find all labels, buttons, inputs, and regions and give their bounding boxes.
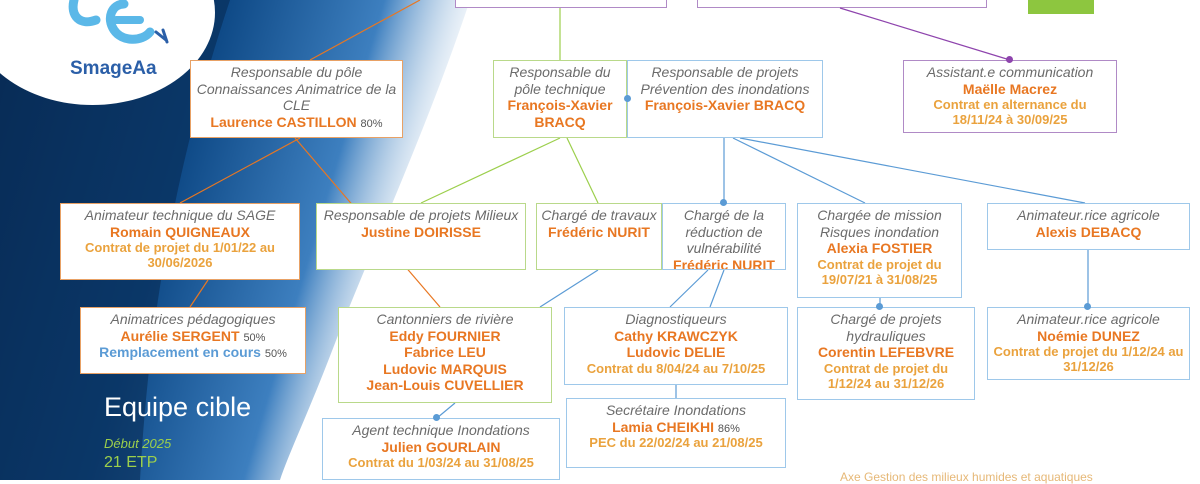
role-title: Animateur.rice agricole: [1017, 207, 1160, 223]
person-name: Corentin LEFEBVRE: [817, 344, 955, 361]
role-title: Chargée de mission Risques inondation: [817, 207, 942, 240]
box-chargee-mission-risques: Chargée de mission Risques inondation Al…: [797, 203, 962, 298]
role-title: Animateur.rice agricole: [1017, 311, 1160, 327]
contract-info: Contrat de projet du 1/01/22 au 30/06/20…: [85, 240, 275, 271]
role-title: Responsable de projets Milieux: [323, 207, 519, 223]
person-name: Alexia FOSTIER: [826, 240, 933, 257]
person-name: Alexis DEBACQ: [1035, 223, 1142, 240]
box-resp-projets-milieux: Responsable de projets Milieux Justine D…: [316, 203, 526, 270]
box-diagnostiqueurs: Diagnostiqueurs Cathy KRAWCZYK Ludovic D…: [564, 307, 788, 385]
connector-dot: [433, 414, 440, 421]
role-title: Chargé de travaux: [541, 207, 657, 223]
person-name: Laurence CASTILLON 80%: [210, 113, 383, 130]
replacement-status: Remplacement en cours 50%: [99, 344, 287, 361]
connector-dot: [1006, 56, 1013, 63]
box-secretaire-inondations: Secrétaire Inondations Lamia CHEIKHI 86%…: [566, 398, 786, 468]
person-name: Eddy FOURNIER: [389, 327, 501, 344]
role-title: Animateur technique du SAGE: [84, 207, 276, 223]
footer-axis-label: Axe Gestion des milieux humides et aquat…: [840, 470, 1093, 484]
box-animateur-agricole-1: Animateur.rice agricole Alexis DEBACQ: [987, 203, 1190, 250]
person-name: Frédéric NURIT: [673, 256, 775, 270]
role-title: Responsable du pôle technique: [509, 64, 611, 97]
connector-dot: [720, 199, 727, 206]
person-name: François-Xavier BRACQ: [507, 97, 613, 130]
person-name: Noémie DUNEZ: [1037, 327, 1140, 344]
box-resp-pole-technique: Responsable du pôle technique François-X…: [493, 60, 627, 138]
box-assistant-communication: Assistant.e communication Maëlle Macrez …: [903, 60, 1117, 133]
connector-dot: [876, 303, 883, 310]
person-name: Fabrice LEU: [404, 344, 486, 361]
link-bracq-doirisse: [420, 137, 561, 204]
logo-text: SmageAa: [70, 58, 157, 79]
role-title: Responsable du pôle Connaissances Animat…: [196, 64, 397, 114]
person-name: Cathy KRAWCZYK: [614, 327, 738, 344]
person-name: Frédéric NURIT: [548, 223, 650, 240]
top-box-clipped-1: [455, 0, 667, 8]
link-inond-debacq: [739, 137, 1086, 204]
role-title: Secrétaire Inondations: [605, 402, 747, 418]
link-quigneaux-sergent: [189, 279, 209, 308]
link-travaux-cantonniers: [539, 269, 599, 308]
person-name: Ludovic MARQUIS: [383, 360, 507, 377]
person-name: Maëlle Macrez: [962, 80, 1058, 97]
team-etp: 21 ETP: [104, 454, 158, 471]
connector-dot: [624, 95, 631, 102]
contract-info: Contrat du 1/03/24 au 31/08/25: [348, 455, 534, 471]
person-name: Ludovic DELIE: [626, 344, 726, 361]
link-top-macrez: [839, 7, 1011, 61]
person-name: Romain QUIGNEAUX: [109, 223, 250, 240]
role-title: Chargé de projets hydrauliques: [830, 311, 942, 344]
link-vuln-diag-b: [709, 269, 725, 308]
role-title: Cantonniers de rivière: [376, 311, 514, 327]
box-animateur-sage: Animateur technique du SAGE Romain QUIGN…: [60, 203, 300, 280]
box-animatrices-pedagogiques: Animatrices pédagogiques Aurélie SERGENT…: [80, 307, 306, 374]
role-title: Responsable de projets Prévention des in…: [640, 64, 810, 97]
link-top-castillon: [309, 0, 421, 61]
person-name: Julien GOURLAIN: [381, 438, 501, 455]
contract-info: Contrat de projet du 1/12/24 au 31/12/26: [823, 360, 949, 391]
box-cantonniers: Cantonniers de rivière Eddy FOURNIER Fab…: [338, 307, 552, 403]
link-castillon-quigneaux: [179, 137, 301, 204]
person-name: Lamia CHEIKHI 86%: [612, 418, 740, 435]
person-name: Aurélie SERGENT 50%: [120, 327, 266, 344]
person-name: Justine DOIRISSE: [361, 223, 481, 240]
role-title: Agent technique Inondations: [352, 422, 530, 438]
box-animateur-agricole-2: Animateur.rice agricole Noémie DUNEZ Con…: [987, 307, 1190, 380]
top-box-clipped-2: [697, 0, 987, 8]
role-title: Chargé de la réduction de vulnérabilité: [683, 207, 765, 257]
box-resp-pole-connaissances: Responsable du pôle Connaissances Animat…: [190, 60, 403, 138]
link-bracq-travaux: [566, 137, 599, 204]
link-vuln-diag-a: [669, 269, 709, 308]
role-title: Assistant.e communication: [926, 64, 1094, 80]
logo-icon: [68, 0, 169, 44]
link-inond-fostier: [732, 137, 866, 204]
contract-info: Contrat de projet du 19/07/21 à 31/08/25: [817, 256, 942, 287]
box-agent-technique: Agent technique Inondations Julien GOURL…: [322, 418, 560, 480]
contract-info: Contrat du 8/04/24 au 7/10/25: [586, 360, 766, 376]
person-name: Jean-Louis CUVELLIER: [366, 377, 524, 394]
green-accent-block: [1028, 0, 1094, 14]
link-cant-agent: [436, 402, 456, 419]
person-name: François-Xavier BRACQ: [644, 97, 806, 114]
box-charge-travaux: Chargé de travaux Frédéric NURIT: [536, 203, 662, 270]
connector-dot: [1084, 303, 1091, 310]
contract-info: PEC du 22/02/24 au 21/08/25: [589, 435, 763, 451]
role-title: Animatrices pédagogiques: [110, 311, 276, 327]
contract-info: Contrat en alternance du 18/11/24 à 30/0…: [933, 97, 1087, 128]
team-date: Début 2025: [104, 436, 172, 451]
box-charge-projets-hydrauliques: Chargé de projets hydrauliques Corentin …: [797, 307, 975, 400]
box-resp-projets-inondations: Responsable de projets Prévention des in…: [627, 60, 823, 138]
role-title: Diagnostiqueurs: [625, 311, 727, 327]
team-title: Equipe cible: [104, 392, 252, 422]
box-charge-vulnerabilite: Chargé de la réduction de vulnérabilité …: [662, 203, 786, 270]
contract-info: Contrat de projet du 1/12/24 au 31/12/26: [993, 344, 1184, 375]
